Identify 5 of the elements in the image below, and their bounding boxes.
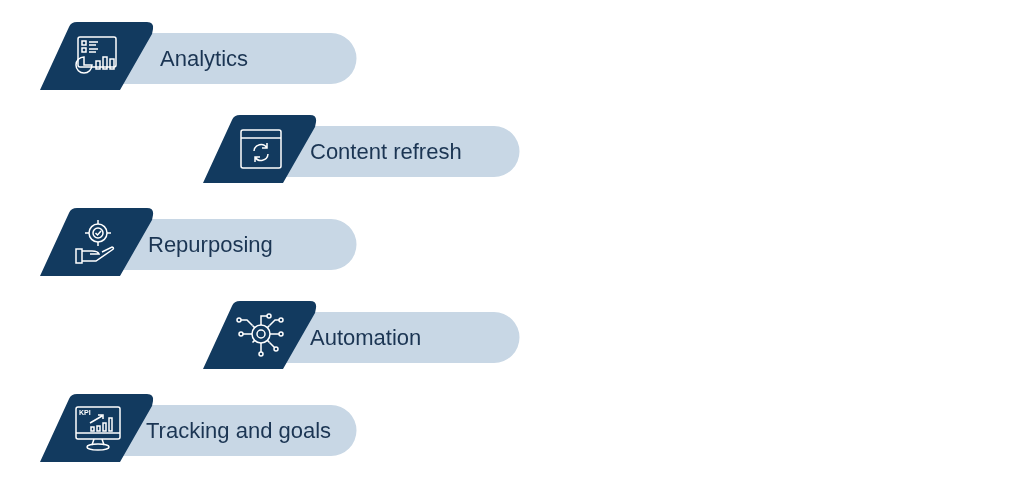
item-label: Content refresh [310,138,462,166]
item-label: Analytics [160,45,249,73]
item-label: Tracking and goals [146,417,332,445]
item-label: Automation [310,324,422,352]
item-label: Repurposing [148,231,273,259]
